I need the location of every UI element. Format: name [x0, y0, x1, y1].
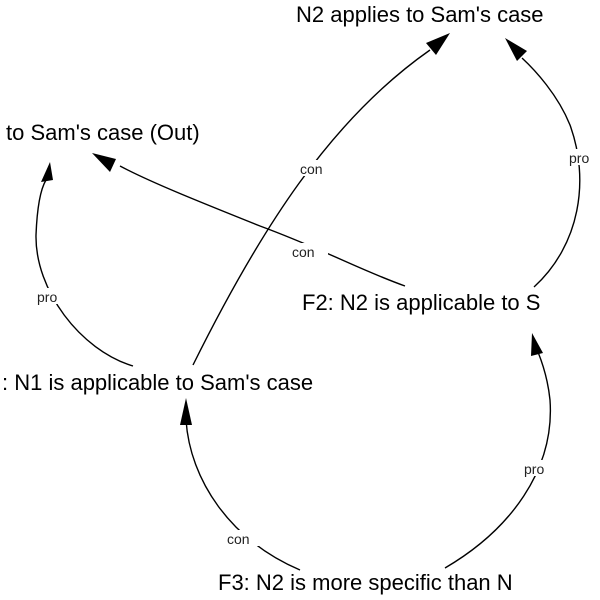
arrowhead-f2-to-n1 [92, 153, 116, 172]
arrowhead-f2-to-n2 [505, 38, 527, 61]
arrowhead-f3-to-f1 [180, 398, 192, 425]
edge-label-bg [36, 288, 68, 304]
edge-f3-to-f1 [185, 419, 301, 571]
edge-f3-to-f2 [444, 351, 552, 569]
edge-label-bg [225, 530, 261, 546]
edge-label-bg [523, 460, 555, 476]
edge-label-f2-to-n1: con [292, 244, 315, 260]
edge-label-f3-to-f1: con [227, 531, 250, 547]
node-n1-out: to Sam's case (Out) [6, 120, 200, 145]
arrowhead-f1-to-n1 [41, 162, 53, 182]
node-f1: : N1 is applicable to Sam's case [2, 370, 313, 395]
node-f2: F2: N2 is applicable to S [302, 290, 540, 315]
arrowhead-f3-to-f2 [531, 333, 543, 356]
edge-label-bg [290, 243, 328, 259]
edge-label-bg [568, 149, 598, 165]
edge-label-f1-to-n2: con [300, 161, 323, 177]
edge-label-f3-to-f2: pro [524, 461, 544, 477]
edge-label-f2-to-n2: pro [569, 150, 589, 166]
edge-f2-to-n2 [521, 57, 581, 288]
edge-f2-to-n1 [119, 165, 406, 287]
node-n2-applies: N2 applies to Sam's case [296, 2, 544, 27]
edge-f1-to-n1 [35, 179, 134, 367]
node-f3: F3: N2 is more specific than N [218, 570, 513, 595]
edge-label-bg [298, 160, 332, 176]
arrowhead-f1-to-n2 [426, 33, 450, 55]
edge-f1-to-n2 [192, 49, 431, 366]
edge-label-f1-to-n1: pro [37, 289, 57, 305]
